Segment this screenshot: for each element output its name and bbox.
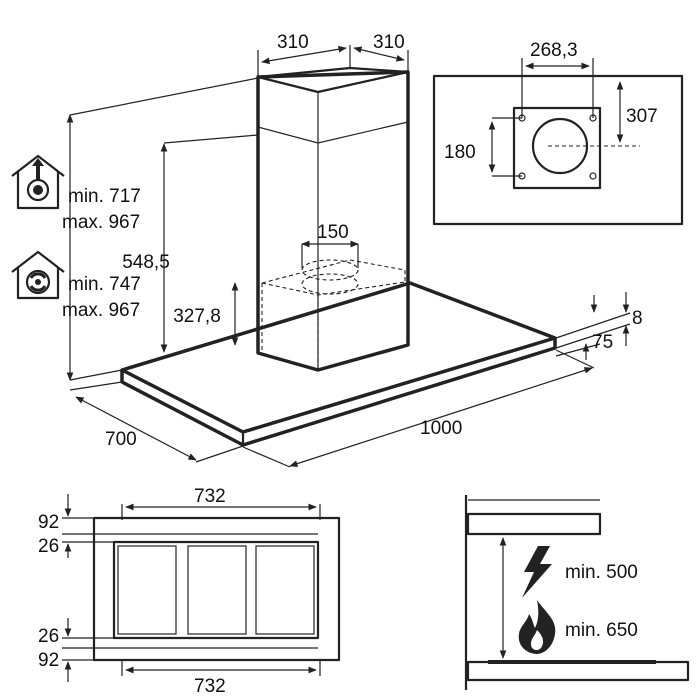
duct-opening-lower — [301, 273, 359, 295]
flame-icon — [518, 600, 556, 654]
dim-body-height: 75 — [592, 332, 613, 353]
dim-margin-bottom-outer: 92 — [38, 650, 59, 671]
dim-duct-label: 150 — [317, 222, 349, 243]
ext-line-bottom — [69, 369, 123, 381]
dim-margin-bottom-inner: 26 — [38, 626, 59, 647]
hob-top — [488, 660, 656, 664]
hood-side — [466, 512, 602, 536]
recirculation-max: max. 967 — [62, 300, 140, 321]
dim-margin-top-inner: 26 — [38, 536, 59, 557]
dim-width — [289, 367, 593, 467]
chimney — [256, 70, 410, 372]
lightning-icon — [522, 546, 552, 598]
dim-hole-spacing-h: 268,3 — [530, 40, 578, 61]
recirculation-house-icon — [11, 250, 65, 300]
motor-box — [261, 259, 406, 370]
dim-filter-width-bottom: 732 — [194, 676, 226, 697]
dim-top-widths: 310 310 — [257, 32, 409, 77]
filter-outer-frame — [92, 516, 341, 662]
filter-panel-2 — [187, 545, 247, 635]
canopy-edge — [120, 338, 557, 447]
ext-line-mid — [163, 134, 259, 144]
dim-filter-width-top: 732 — [194, 486, 226, 507]
duct-out-house-icon — [11, 154, 65, 210]
dim-hole-spacing-v: 180 — [444, 142, 476, 163]
dim-thickness: 8 75 — [555, 292, 643, 360]
recirculation-min: min. 747 — [68, 274, 141, 295]
bracket-plate — [512, 106, 602, 190]
bracket-frame — [432, 74, 684, 226]
duct-opening — [301, 259, 359, 281]
dim-depth — [75, 396, 197, 461]
extraction-min: min. 717 — [68, 186, 141, 207]
filter-view: 732 732 92 26 26 92 — [38, 486, 341, 697]
filter-panel-3 — [255, 545, 315, 635]
dim-top-width-b: 310 — [373, 32, 405, 53]
dim-depth-label: 700 — [105, 429, 137, 450]
clearance-view: min. 500 min. 650 — [464, 495, 690, 690]
dim-box-height-label: 327,8 — [173, 306, 221, 327]
dim-width-label: 1000 — [420, 418, 462, 439]
dim-bracket-offset: 307 — [626, 106, 658, 127]
extraction-max: max. 967 — [62, 212, 140, 233]
hood-drawing — [120, 66, 557, 447]
dim-chimney-height-label: 548,5 — [122, 252, 170, 273]
ceiling-bracket-view: 268,3 307 180 — [432, 40, 684, 226]
ext-line-top — [69, 77, 259, 116]
dim-top-width-a: 310 — [277, 32, 309, 53]
chimney-joint — [257, 121, 409, 144]
dim-margin-top-outer: 92 — [38, 512, 59, 533]
clearance-electric: min. 500 — [565, 562, 638, 583]
filter-panel-1 — [117, 545, 177, 635]
clearance-gas: min. 650 — [565, 620, 638, 641]
hob-side — [466, 660, 690, 682]
filter-area — [112, 540, 320, 640]
dim-edge-thickness: 8 — [632, 308, 643, 329]
